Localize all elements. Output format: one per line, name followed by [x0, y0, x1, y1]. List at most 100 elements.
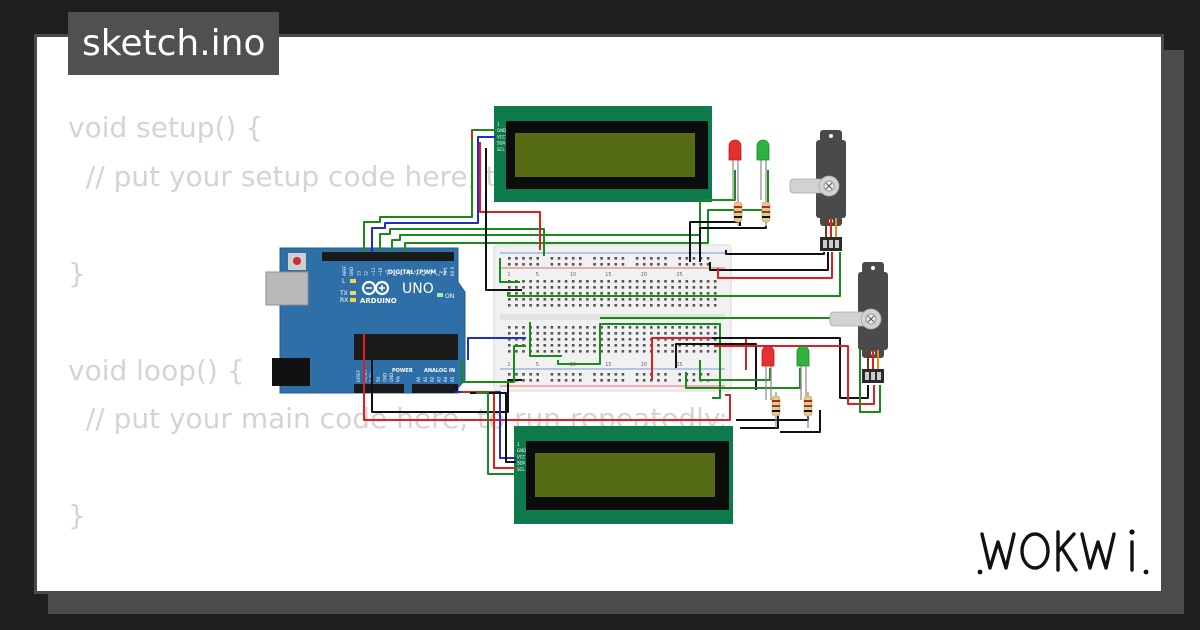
breadboard-hole	[692, 286, 696, 289]
breadboard-hole	[671, 350, 674, 353]
breadboard-hole	[671, 286, 674, 289]
breadboard-hole	[550, 350, 554, 353]
breadboard-hole	[564, 292, 568, 295]
breadboard-hole	[522, 326, 525, 329]
breadboard-hole	[699, 286, 703, 289]
breadboard-hole	[564, 379, 568, 382]
breadboard-hole	[564, 304, 568, 307]
breadboard-hole	[692, 304, 696, 307]
wire-black-led-bottom	[675, 343, 757, 390]
breadboard-hole	[564, 298, 568, 301]
breadboard-hole	[614, 298, 618, 301]
arduino-pin-label: AREF	[342, 265, 347, 276]
breadboard-hole	[635, 286, 639, 289]
breadboard-column-label-top: 15	[605, 272, 611, 278]
breadboard-hole	[685, 298, 689, 301]
wire-green-servo-bottom-signal	[600, 317, 881, 413]
breadboard-hole	[557, 373, 561, 376]
wire-black-servo-top-gnd	[709, 252, 829, 271]
breadboard-hole	[593, 286, 596, 289]
resistor-bottom-1	[771, 392, 781, 428]
lcd-pin-label: SCL	[517, 467, 525, 472]
breadboard-hole	[664, 292, 667, 295]
wire-green-a4	[461, 345, 526, 383]
breadboard-hole	[650, 280, 653, 283]
breadboard-hole	[692, 298, 696, 301]
breadboard-hole	[600, 292, 603, 295]
breadboard-hole	[508, 344, 511, 347]
breadboard-hole	[571, 344, 575, 347]
wokwi-logo	[977, 529, 1149, 575]
arduino-pin-label: RX 0	[450, 266, 455, 276]
breadboard-hole	[508, 298, 511, 301]
breadboard-hole	[642, 379, 646, 382]
breadboard-hole	[557, 257, 561, 260]
breadboard-hole	[550, 298, 554, 301]
wire-green-servo-top-signal	[507, 252, 841, 297]
breadboard-hole	[678, 326, 681, 329]
breadboard-hole	[642, 332, 646, 335]
breadboard-hole	[607, 292, 610, 295]
breadboard-hole	[593, 304, 596, 307]
arduino-pin-label: 12	[364, 270, 369, 276]
breadboard-hole	[607, 263, 610, 266]
breadboard-hole	[614, 326, 618, 329]
arduino-pin-label: GND	[389, 373, 394, 382]
arduino-pin-label: GND	[382, 373, 387, 382]
breadboard-hole	[515, 257, 518, 260]
breadboard-hole	[706, 298, 710, 301]
breadboard-hole	[706, 280, 710, 283]
wire-green-a	[379, 228, 545, 256]
file-tab[interactable]: sketch.ino	[68, 12, 280, 75]
breadboard-hole	[635, 304, 639, 307]
wire-red-lcd-top-vcc	[479, 142, 541, 250]
breadboard-hole	[564, 326, 568, 329]
breadboard-hole	[713, 326, 717, 329]
breadboard-hole	[699, 280, 703, 283]
breadboard-hole	[600, 373, 603, 376]
breadboard-hole	[650, 379, 653, 382]
breadboard-hole	[678, 304, 681, 307]
breadboard-hole	[713, 350, 717, 353]
breadboard-hole	[571, 326, 575, 329]
breadboard-hole	[692, 326, 696, 329]
breadboard-hole	[671, 280, 674, 283]
led-red-top	[728, 139, 742, 200]
breadboard-hole	[607, 338, 610, 341]
breadboard-hole	[522, 286, 525, 289]
breadboard-hole	[557, 263, 561, 266]
breadboard-hole	[699, 304, 703, 307]
led-green-top	[756, 139, 770, 200]
lcd-bottom-screen	[535, 453, 715, 497]
wire-green-d	[529, 322, 562, 357]
breadboard-hole	[706, 326, 710, 329]
wokwi-logo-letter-o	[1020, 532, 1050, 570]
breadboard-hole	[515, 350, 518, 353]
breadboard-hole	[614, 338, 618, 341]
breadboard-hole	[699, 344, 703, 347]
breadboard-hole	[508, 373, 511, 376]
breadboard-column-label-top: 25	[676, 272, 682, 278]
breadboard-hole	[515, 286, 518, 289]
breadboard-column-label-bottom: 15	[605, 362, 611, 368]
breadboard-hole	[579, 304, 582, 307]
breadboard-hole	[664, 350, 667, 353]
lcd-pin-label: GND	[497, 128, 506, 133]
breadboard-hole	[536, 263, 539, 266]
breadboard-hole	[635, 298, 639, 301]
breadboard-hole	[543, 332, 547, 335]
breadboard-hole	[706, 332, 710, 335]
breadboard-hole	[692, 373, 696, 376]
breadboard-hole	[550, 373, 554, 376]
breadboard-hole	[536, 373, 539, 376]
breadboard-hole	[664, 298, 667, 301]
arduino-pin-label: 8	[392, 273, 397, 276]
arduino-pin-label: RESET	[363, 369, 368, 382]
breadboard-hole	[685, 286, 689, 289]
breadboard-hole	[706, 286, 710, 289]
arduino-pin-label: ~5	[414, 270, 419, 276]
wire-black-e	[725, 250, 825, 255]
